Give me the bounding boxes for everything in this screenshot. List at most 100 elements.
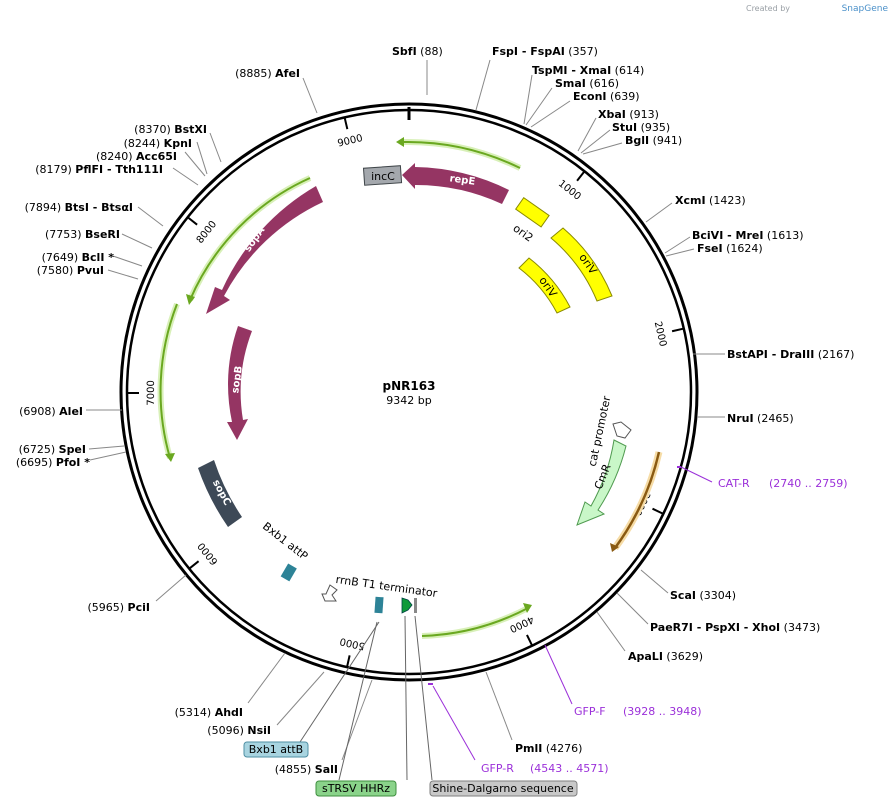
- site-name: PmlI: [515, 742, 542, 755]
- tick-label: 2000: [652, 320, 668, 347]
- site-label[interactable]: (6908) AleI: [19, 405, 83, 418]
- site-leader: [664, 236, 691, 254]
- tick-label: 5000: [339, 635, 366, 651]
- site-label[interactable]: (4855) SalI: [275, 763, 338, 776]
- site-leader: [121, 233, 153, 249]
- site-label[interactable]: NruI (2465): [727, 412, 794, 425]
- shine-dalgarno-feature[interactable]: [414, 598, 417, 613]
- primer-CAT-R-leader: [680, 466, 713, 483]
- shine-box[interactable]: [429, 780, 578, 797]
- site-label[interactable]: BstAPI - DraIII (2167): [727, 348, 854, 361]
- ori2-box[interactable]: [515, 196, 550, 228]
- bxb1-attB-leader: [299, 621, 380, 743]
- site-leader: [89, 451, 127, 461]
- bxb1-attP-box[interactable]: [280, 563, 297, 582]
- site-leader: [665, 248, 695, 257]
- site-label[interactable]: (7753) BseRI: [45, 228, 120, 241]
- site-label[interactable]: TspMI - XmaI (614): [532, 64, 644, 77]
- site-name: PvuI: [77, 264, 104, 277]
- sopB-feature[interactable]: [227, 326, 252, 440]
- green-arrow-top: [403, 140, 521, 169]
- site-label[interactable]: XbaI (913): [598, 108, 659, 121]
- site-leader: [616, 592, 649, 625]
- CmR-feature[interactable]: [576, 439, 627, 526]
- site-name: NsiI: [247, 724, 271, 737]
- site-label[interactable]: (6725) SpeI: [19, 443, 86, 456]
- shine-box-label: Shine-Dalgarno sequence: [432, 782, 573, 795]
- site-label[interactable]: (5965) PciI: [87, 601, 150, 614]
- site-label[interactable]: XcmI (1423): [675, 194, 746, 207]
- site-label[interactable]: (8370) BstXI: [134, 123, 207, 136]
- site-label[interactable]: (7894) BtsI - BtsαI: [25, 201, 133, 214]
- ori2-label: ori2: [511, 222, 536, 245]
- green-arrow-top-head: [396, 137, 404, 147]
- site-label[interactable]: (5096) NsiI: [207, 724, 271, 737]
- site-name: BtsI - BtsαI: [65, 201, 133, 214]
- site-name: FspI - FspAI: [492, 45, 565, 58]
- green-arrow-left-lower: [159, 303, 178, 459]
- site-label[interactable]: (8885) AfeI: [235, 67, 300, 80]
- site-name: SalI: [315, 763, 338, 776]
- site-name: SbfI: [392, 45, 417, 58]
- site-label[interactable]: (8179) PflFI - Tth111I: [35, 163, 163, 176]
- tick-label: 6000: [196, 540, 221, 567]
- site-label[interactable]: EconI (639): [573, 90, 640, 103]
- tick-mark: [187, 216, 198, 226]
- site-label[interactable]: (6695) PfoI *: [16, 456, 90, 469]
- primer-GFP-F-name[interactable]: GFP-F: [574, 705, 606, 718]
- incC-box[interactable]: [362, 165, 403, 186]
- rrnB-terminator-label: rrnB T1 terminator: [335, 573, 439, 600]
- site-leader: [582, 142, 623, 155]
- site-label[interactable]: (5314) AhdI: [175, 706, 243, 719]
- site-label[interactable]: BciVI - MreI (1613): [692, 229, 804, 242]
- plasmid-name: pNR163: [383, 379, 436, 393]
- rrnB-terminator-shape[interactable]: [321, 584, 338, 602]
- tick-mark: [671, 327, 684, 333]
- site-name: PciI: [128, 601, 150, 614]
- site-position: (1624): [723, 242, 763, 255]
- credit-brand[interactable]: SnapGene: [842, 4, 889, 14]
- site-name: FseI: [697, 242, 723, 255]
- site-label[interactable]: (8240) Acc65I: [96, 150, 177, 163]
- site-position: (3629): [663, 650, 703, 663]
- site-leader: [276, 671, 325, 726]
- sopC-feature[interactable]: [198, 460, 242, 527]
- green-arrows: [157, 137, 532, 639]
- oriV-outer-feature[interactable]: [550, 227, 613, 302]
- site-label[interactable]: BglI (941): [625, 134, 682, 147]
- oriV-inner-feature[interactable]: [518, 257, 571, 314]
- site-position: (7649): [42, 251, 82, 264]
- repE-label: repE: [449, 173, 476, 187]
- site-label[interactable]: PaeR7I - PspXI - XhoI (3473): [650, 621, 820, 634]
- site-label[interactable]: SbfI (88): [392, 45, 443, 58]
- tick-label: 1000: [556, 178, 583, 202]
- site-name: ScaI: [670, 589, 696, 602]
- primer-GFP-R-name[interactable]: GFP-R: [481, 762, 514, 775]
- site-label[interactable]: StuI (935): [612, 121, 670, 134]
- site-label[interactable]: PmlI (4276): [515, 742, 582, 755]
- primer-CAT-R-name[interactable]: CAT-R: [718, 477, 750, 490]
- site-label[interactable]: FseI (1624): [697, 242, 763, 255]
- site-label[interactable]: ScaI (3304): [670, 589, 736, 602]
- sTRSV-feature[interactable]: [401, 597, 413, 614]
- bxb1-attB-feature[interactable]: [374, 596, 384, 614]
- site-name: BciVI - MreI: [692, 229, 763, 242]
- site-position: (6908): [19, 405, 59, 418]
- site-name: BclI *: [82, 251, 115, 264]
- site-position: (4855): [275, 763, 315, 776]
- site-label[interactable]: ApaLI (3629): [628, 650, 703, 663]
- cat-promoter-shape[interactable]: [612, 421, 632, 439]
- primer-GFP-F-range: (3928 .. 3948): [623, 705, 702, 718]
- strsv-box[interactable]: [315, 780, 397, 797]
- site-label[interactable]: (7580) PvuI: [37, 264, 104, 277]
- sopA-feature[interactable]: [206, 186, 323, 314]
- site-label[interactable]: (7649) BclI *: [42, 251, 115, 264]
- site-label[interactable]: SmaI (616): [555, 77, 619, 90]
- bxb1-attB-box[interactable]: [243, 741, 309, 758]
- site-position: (5965): [87, 601, 127, 614]
- site-label[interactable]: (8244) KpnI: [124, 137, 192, 150]
- repE-feature[interactable]: [402, 163, 509, 204]
- site-label[interactable]: FspI - FspAI (357): [492, 45, 598, 58]
- strsv-box-label: sTRSV HHRz: [322, 782, 390, 795]
- site-name: StuI: [612, 121, 637, 134]
